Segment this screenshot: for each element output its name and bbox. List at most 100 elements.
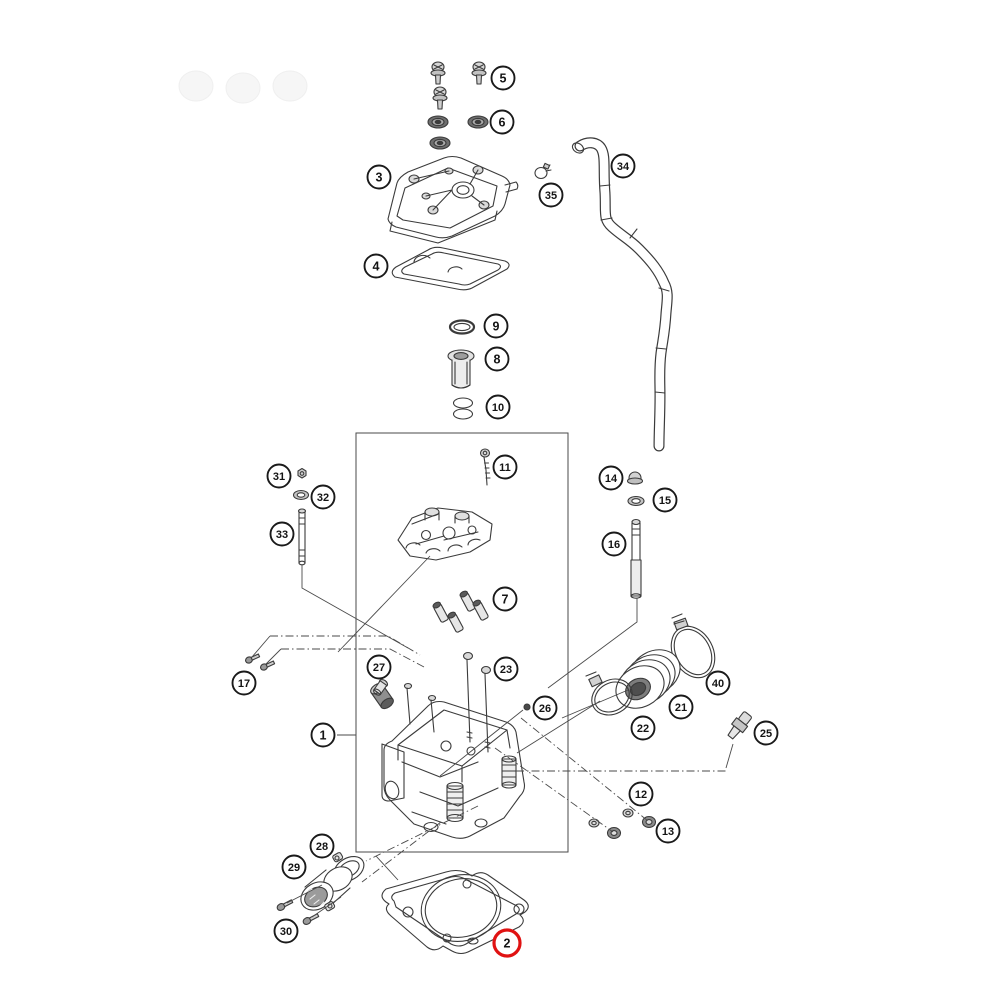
svg-text:25: 25 [760, 728, 772, 740]
callout-11[interactable]: 11 [492, 454, 518, 480]
callout-2-highlighted[interactable]: 2 [492, 928, 522, 958]
svg-text:16: 16 [608, 539, 620, 551]
callout-10[interactable]: 10 [485, 394, 511, 420]
svg-text:15: 15 [659, 495, 671, 507]
stud-long-icon-right [630, 518, 642, 599]
callout-3[interactable]: 3 [366, 164, 392, 190]
svg-text:2: 2 [504, 937, 511, 951]
small-nut-icon [523, 703, 531, 711]
svg-text:31: 31 [273, 471, 285, 483]
svg-text:33: 33 [276, 529, 288, 541]
callout-layer: 1234567891011121314151617212223252627282… [231, 65, 779, 958]
svg-text:32: 32 [317, 492, 329, 504]
svg-text:23: 23 [500, 664, 512, 676]
callout-14[interactable]: 14 [598, 465, 624, 491]
valve-stem-seal-icon [432, 590, 489, 633]
head-bolt-icon [462, 651, 492, 753]
svg-text:29: 29 [288, 862, 300, 874]
svg-text:9: 9 [493, 320, 500, 334]
svg-text:34: 34 [617, 161, 630, 173]
faint-ghost-marks [178, 70, 308, 104]
svg-text:17: 17 [238, 678, 250, 690]
valve-cover-gasket-drawing [391, 246, 510, 291]
svg-text:21: 21 [675, 702, 687, 714]
callout-31[interactable]: 31 [266, 463, 292, 489]
o-ring-icon [448, 319, 476, 335]
exhaust-flange-drawing [300, 852, 365, 912]
callout-13[interactable]: 13 [655, 818, 681, 844]
flange-screw-icon [276, 899, 320, 925]
svg-text:35: 35 [545, 190, 557, 202]
washer-icon-right [627, 495, 645, 507]
stud-long-icon [297, 508, 307, 566]
callout-28[interactable]: 28 [309, 833, 335, 859]
callout-8[interactable]: 8 [484, 346, 510, 372]
svg-text:7: 7 [502, 593, 509, 607]
cap-nut-icon [626, 471, 644, 485]
callout-6[interactable]: 6 [489, 109, 515, 135]
callout-17[interactable]: 17 [231, 670, 257, 696]
svg-text:40: 40 [712, 678, 724, 690]
temp-sensor-icon [727, 711, 752, 740]
assembly-group-box [355, 432, 569, 853]
svg-text:4: 4 [373, 260, 380, 274]
callout-5[interactable]: 5 [490, 65, 516, 91]
callout-4[interactable]: 4 [363, 253, 389, 279]
svg-text:12: 12 [635, 789, 647, 801]
svg-text:26: 26 [539, 703, 551, 715]
callout-12[interactable]: 12 [628, 781, 654, 807]
valve-cover-drawing [387, 155, 519, 244]
callout-1[interactable]: 1 [310, 722, 336, 748]
hose-clamp-front-icon [585, 671, 633, 716]
callout-22[interactable]: 22 [630, 715, 656, 741]
vent-hose-drawing [571, 137, 673, 452]
svg-text:6: 6 [499, 116, 506, 130]
hose-clamp-small-icon [534, 162, 552, 180]
callout-27[interactable]: 27 [366, 654, 392, 680]
callout-7[interactable]: 7 [492, 586, 518, 612]
flange-nut-icon [297, 467, 307, 479]
intake-boot-drawing [615, 649, 681, 709]
callout-26[interactable]: 26 [532, 695, 558, 721]
callout-40[interactable]: 40 [705, 670, 731, 696]
svg-text:8: 8 [494, 353, 501, 367]
callout-34[interactable]: 34 [610, 153, 636, 179]
spacer-bushing-drawing [447, 349, 475, 389]
callout-15[interactable]: 15 [652, 487, 678, 513]
svg-text:30: 30 [280, 926, 292, 938]
spark-plug-sleeve-icon [373, 678, 389, 696]
svg-text:1: 1 [320, 729, 327, 743]
hose-clamp-rear-icon [670, 613, 716, 679]
svg-text:11: 11 [499, 462, 511, 474]
cover-grommet-icon [427, 115, 489, 150]
cylinder-head-drawing [370, 682, 526, 839]
svg-text:28: 28 [316, 841, 328, 853]
svg-text:22: 22 [637, 723, 649, 735]
callout-35[interactable]: 35 [538, 182, 564, 208]
callout-23[interactable]: 23 [493, 656, 519, 682]
svg-text:10: 10 [492, 402, 504, 414]
cover-screw-icon [430, 61, 487, 110]
callout-30[interactable]: 30 [273, 918, 299, 944]
camshaft-bolt-icon [479, 448, 491, 486]
callout-29[interactable]: 29 [281, 854, 307, 880]
callout-32[interactable]: 32 [310, 484, 336, 510]
collar-washer-icons [588, 808, 657, 840]
callout-33[interactable]: 33 [269, 521, 295, 547]
callout-16[interactable]: 16 [601, 531, 627, 557]
svg-text:27: 27 [373, 662, 385, 674]
rocker-carrier-drawing [397, 507, 493, 561]
callout-9[interactable]: 9 [483, 313, 509, 339]
washer-icon [292, 489, 310, 501]
carrier-screw-icon [245, 653, 276, 671]
callout-25[interactable]: 25 [753, 720, 779, 746]
svg-text:13: 13 [662, 826, 674, 838]
svg-text:5: 5 [500, 72, 507, 86]
svg-text:14: 14 [605, 473, 618, 485]
leader-lines [251, 555, 734, 918]
head-gasket-drawing [381, 869, 529, 955]
callout-21[interactable]: 21 [668, 694, 694, 720]
svg-text:3: 3 [376, 171, 383, 185]
